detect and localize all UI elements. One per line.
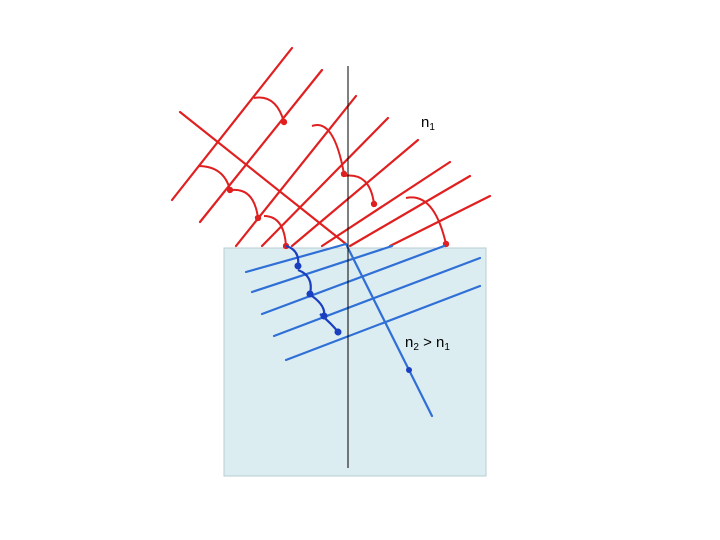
incident-arcs	[197, 96, 450, 250]
lower-medium-region	[223, 247, 487, 477]
upper-medium-symbol: n	[421, 114, 430, 131]
incident-ray	[260, 116, 390, 248]
lower-medium-compare-symbol: n	[436, 334, 445, 351]
lower-medium-label: n2 > n1	[405, 334, 450, 353]
incident-arc	[231, 188, 262, 222]
refracted-rays	[244, 242, 482, 362]
refracted-ray	[272, 256, 482, 338]
incident-wavefront	[178, 110, 348, 246]
refracted-arc	[285, 244, 302, 270]
refracted-ray	[244, 242, 348, 274]
incident-ray	[170, 46, 294, 202]
incident-ray	[320, 160, 452, 248]
refracted-arcs	[285, 244, 342, 336]
refracted-arc	[319, 313, 342, 336]
refracted-wavefront	[344, 242, 434, 418]
refracted-ray	[260, 244, 446, 316]
incident-rays	[170, 46, 492, 248]
lower-medium-symbol: n	[405, 334, 414, 351]
upper-medium-label: n1	[421, 114, 435, 133]
refracted-arc	[311, 295, 328, 320]
refracted-ray	[284, 284, 482, 362]
refracted-direction-dot	[406, 367, 412, 373]
refracted-arc	[297, 268, 314, 298]
incident-ray	[290, 138, 420, 248]
lower-medium-relation: >	[423, 334, 432, 351]
incident-arc	[263, 215, 290, 250]
lower-medium-compare-subscript: 1	[444, 342, 450, 353]
incident-ray	[388, 194, 492, 248]
incident-ray	[348, 174, 472, 248]
incident-ray	[198, 68, 324, 224]
incident-arc	[311, 124, 348, 178]
upper-medium-subscript: 1	[429, 122, 435, 133]
incident-arc	[253, 96, 288, 126]
incident-arc	[197, 165, 234, 194]
lower-medium-subscript: 2	[413, 342, 419, 353]
incident-arc	[405, 196, 450, 248]
refracted-ray	[250, 244, 394, 294]
